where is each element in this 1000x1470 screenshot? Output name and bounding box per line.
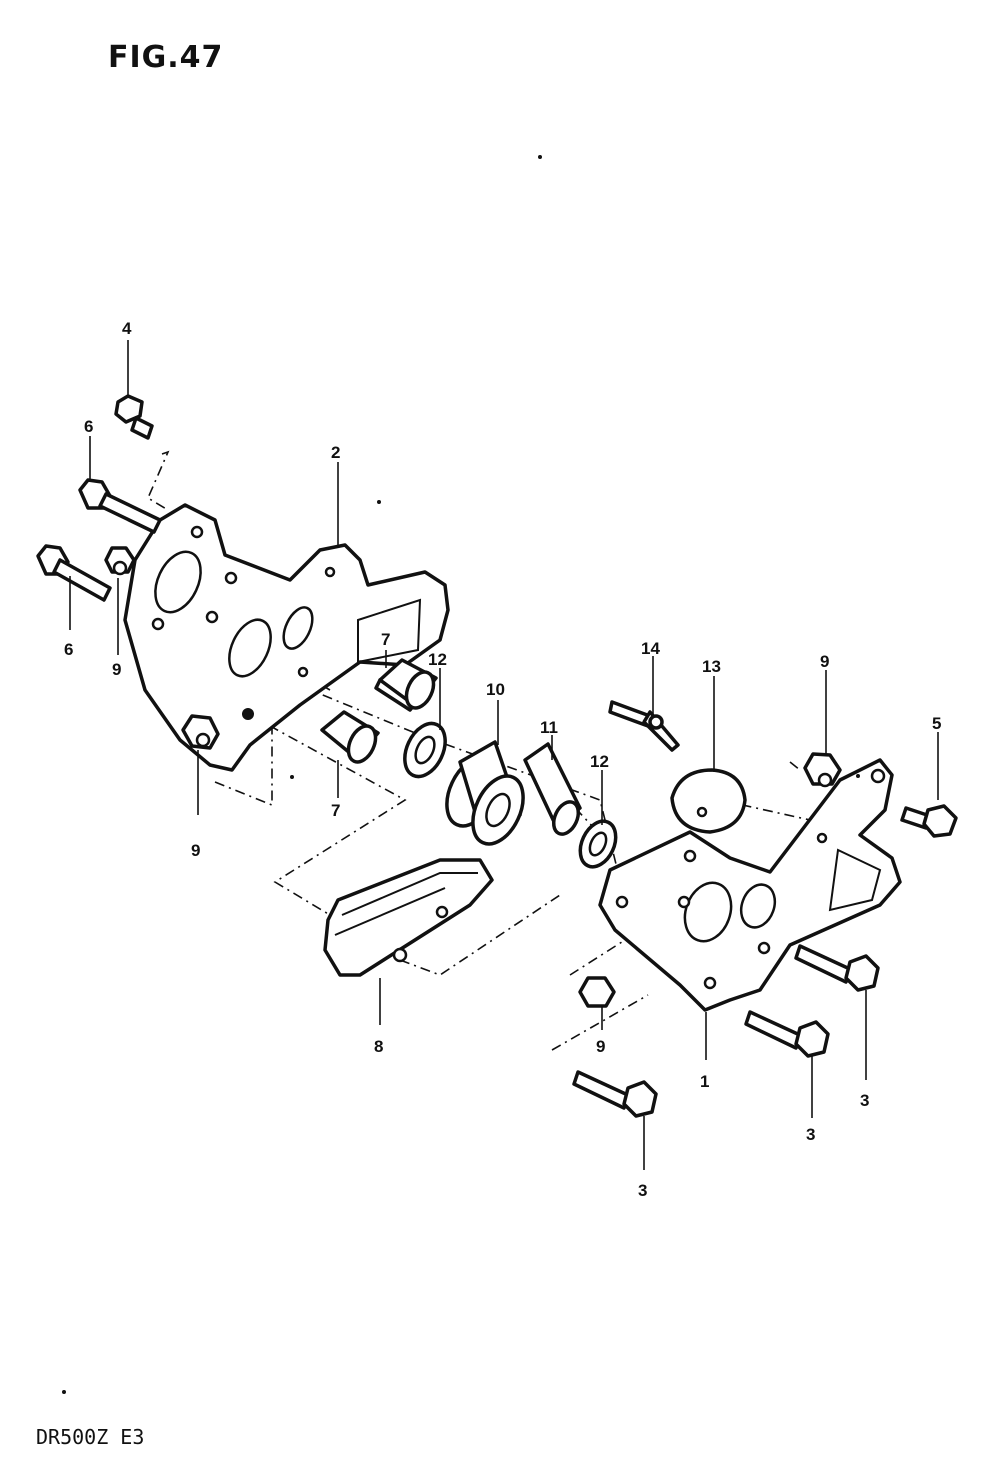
bolt-3-right	[794, 944, 880, 992]
bolt-3-middle	[744, 1010, 830, 1058]
callout-14: 14	[641, 639, 660, 658]
collar-7-lower	[320, 710, 380, 764]
callout-5: 5	[932, 714, 941, 733]
callout-12-lower: 12	[590, 752, 609, 771]
collar-7-upper	[374, 658, 438, 712]
washer-12-upper	[403, 721, 447, 779]
model-code: DR500Z E3	[36, 1425, 145, 1449]
nut-9-right	[803, 752, 842, 788]
callout-13: 13	[702, 657, 721, 676]
callout-6-lower: 6	[64, 640, 73, 659]
callout-3-middle: 3	[806, 1125, 815, 1144]
callout-8: 8	[374, 1037, 383, 1056]
bolt-3-bottom	[572, 1070, 658, 1118]
figure-title: FIG.47	[108, 40, 224, 75]
washer-12-lower	[578, 819, 618, 869]
callout-3-right: 3	[860, 1091, 869, 1110]
nut-9-left	[104, 546, 136, 576]
spacer-11	[523, 742, 582, 836]
bushing-10	[445, 740, 525, 846]
guard-plate-8	[323, 858, 494, 977]
callout-9-center: 9	[191, 841, 200, 860]
bracket-plate-1	[598, 758, 902, 1012]
callout-labels: 4 6 6 9 2 7 12 10 7 9 11 12 14 13 9 5 8 …	[64, 319, 941, 1200]
callout-9-bottom: 9	[596, 1037, 605, 1056]
callout-9-right: 9	[820, 652, 829, 671]
scan-specks	[62, 155, 860, 1394]
callout-11: 11	[540, 718, 558, 737]
callout-6-upper: 6	[84, 417, 93, 436]
pad-13	[670, 768, 747, 834]
nut-9-center	[181, 714, 220, 750]
bolt-6-lower	[36, 544, 112, 602]
callout-4: 4	[122, 319, 132, 338]
callout-12-upper: 12	[428, 650, 447, 669]
nut-9-bottom	[578, 976, 616, 1008]
callout-2: 2	[331, 443, 340, 462]
callout-10: 10	[486, 680, 505, 699]
callout-9-left: 9	[112, 660, 121, 679]
bolt-5	[900, 804, 958, 838]
callout-7-lower: 7	[331, 801, 340, 820]
rivet-14	[608, 700, 680, 752]
leader-lines	[69, 340, 939, 1170]
callout-7-upper: 7	[381, 630, 390, 649]
callout-1: 1	[700, 1072, 709, 1091]
callout-3-bottom: 3	[638, 1181, 647, 1200]
bracket-plate-2	[123, 503, 450, 772]
bolt-6-upper	[78, 478, 162, 534]
bolt-4	[114, 394, 154, 440]
